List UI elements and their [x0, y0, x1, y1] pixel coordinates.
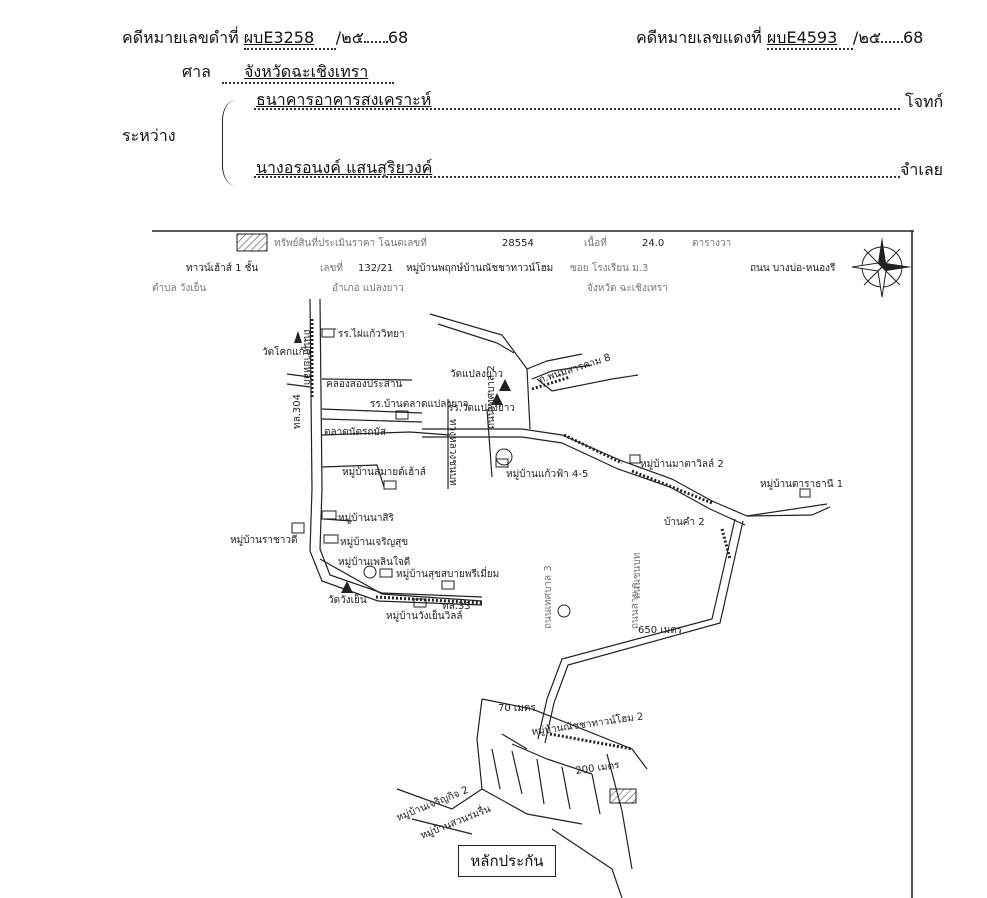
- legend-deed-no: 28554: [502, 238, 534, 249]
- legend-text: ทรัพย์สินที่ประเมินราคา โฉนดเลขที่: [274, 235, 427, 249]
- red-case-label: คดีหมายเลขแดงที่: [636, 28, 762, 47]
- row2-type: ทาวน์เฮ้าส์ 1 ชั้น: [186, 260, 258, 274]
- black-case-no: ผบE3258: [243, 28, 315, 47]
- legend-area: 24.0: [642, 238, 664, 249]
- label-school-phaikaew: รร.ไผ่แก้ววิทยา: [338, 328, 405, 340]
- road-label-2: ทล.304: [292, 394, 303, 429]
- label-ban-kham: บ้านคำ 2: [664, 516, 705, 528]
- legend-area-label: เนื้อที่: [584, 235, 607, 249]
- black-case-year-prefix: /๒๕: [335, 28, 364, 47]
- house-icon: [323, 534, 339, 544]
- market-circle: [495, 448, 513, 466]
- row3-province: จังหวัด ฉะเชิงเทรา: [587, 283, 668, 294]
- row3-subdistrict: ตำบล วังเย็น: [152, 280, 207, 294]
- legend-unit: ตารางวา: [692, 238, 731, 249]
- defendant-name: นางอรอนงค์ แสนสุริยวงค์: [256, 158, 433, 177]
- house-icon: [441, 580, 455, 590]
- row2-no: 132/21: [358, 263, 393, 274]
- label-dist-650: 650 เมตร: [638, 625, 683, 636]
- row2-road: ถนน บางบ่อ-หนองรี: [750, 262, 836, 274]
- landmark-circle: [363, 565, 377, 579]
- row3-district: อำเภอ แปลงยาว: [332, 283, 404, 294]
- label-village-plernplaen: หมู่บ้านเพลินใจดี: [338, 556, 410, 568]
- legend-hatch-box: [236, 233, 268, 252]
- school-icon: [320, 328, 336, 338]
- label-clinic: คลองสองประสาน: [326, 379, 403, 390]
- road-network: [286, 298, 831, 898]
- party-bracket: [222, 100, 237, 186]
- row2-no-label: เลขที่: [320, 260, 343, 274]
- defendant-role: จำเลย: [900, 160, 944, 179]
- label-market-hua: ตลาดนัดรถบัส: [324, 427, 386, 438]
- label-village-kaewfa: หมู่บ้านแก้วฟ้า 4-5: [506, 468, 588, 480]
- red-case-year-prefix: /๒๕: [852, 28, 881, 47]
- label-village-tara: หมู่บ้านดาราธานี 1: [760, 478, 843, 490]
- house-icon: [291, 522, 305, 534]
- landmark-box: [629, 454, 641, 464]
- label-school-market: รร.บ้านตลาดแปลงยาว: [370, 398, 468, 410]
- road-label-5: ถนนเทศบาล 3: [543, 565, 554, 629]
- house-icon: [321, 510, 337, 520]
- label-wat-khaokaew: วัดโคกแก้ว: [262, 345, 310, 358]
- temple-icon: [499, 379, 511, 391]
- school-icon: [395, 410, 409, 420]
- label-village-samaichai: หมู่บ้านสมายด์เฮ้าส์: [342, 466, 426, 478]
- house-icon: [413, 598, 427, 608]
- label-village-natcha: หมู่บ้านณัชชาทาวน์โฮม 2: [531, 709, 644, 738]
- black-case-number: คดีหมายเลขดำที่ ผบE3258/๒๕ 68: [122, 28, 408, 50]
- collateral-label: หลักประกัน: [458, 845, 556, 877]
- landmark-circle-2: [557, 604, 571, 618]
- red-case-no: ผบE4593: [766, 28, 838, 47]
- house-icon: [495, 458, 509, 468]
- plaintiff-role: โจทก์: [905, 92, 944, 111]
- black-case-label: คดีหมายเลขดำที่: [122, 28, 239, 47]
- label-road-e: ถนนชนบท: [632, 553, 643, 599]
- map-svg: ทรัพย์สินที่ประเมินราคา โฉนดเลขที่ 28554…: [152, 230, 914, 898]
- label-village-modern: หมู่บ้านมาตาวิลล์ 2: [640, 458, 724, 470]
- label-village-charoensuk: หมู่บ้านเจริญสุข: [340, 536, 408, 548]
- label-wat-plaengyao: วัดแปลงยาว: [450, 369, 503, 380]
- temple-icon: [491, 393, 503, 405]
- red-case-year: 68: [902, 28, 924, 47]
- black-case-year: 68: [387, 28, 409, 47]
- house-icon: [799, 488, 811, 498]
- road-label-1: ถนนสายหลัก: [301, 329, 312, 385]
- location-map: ทรัพย์สินที่ประเมินราคา โฉนดเลขที่ 28554…: [152, 229, 914, 898]
- defendant-line: [254, 176, 900, 178]
- court-line: ศาล จังหวัดฉะเชิงเทรา: [182, 62, 395, 84]
- row2-village: หมู่บ้านพฤกษ์บ้านณัชชาทาวน์โฮม: [406, 261, 553, 274]
- label-road-33: ทล.33: [442, 601, 471, 612]
- road-label-3: ทางหลวงชนบท: [447, 419, 458, 486]
- label-village-radtawadee: หมู่บ้านราชาวดี: [230, 534, 297, 546]
- red-case-number: คดีหมายเลขแดงที่ ผบE4593/๒๕ 68: [636, 28, 923, 50]
- label-wat-wangyen: วัดวังเย็น: [328, 592, 367, 606]
- label-village-nasiri: หมู่บ้านนาสิริ: [338, 512, 395, 524]
- road-label-6: ถนนสาย ก: [630, 582, 641, 629]
- label-school-wat: รร.วัดแปลงยาว: [448, 403, 515, 414]
- house-icon: [379, 568, 393, 578]
- plaintiff-line: [254, 108, 900, 110]
- temple-icon: [341, 581, 353, 593]
- label-village-wangyen: หมู่บ้านวังเย็นวิลล์: [386, 608, 462, 622]
- subject-property-hatch: [609, 788, 637, 804]
- between-label: ระหว่าง: [122, 126, 176, 145]
- label-village-sangsri: หมู่บ้านสุขสบายพรีเมี่ยม: [396, 566, 499, 580]
- road-label-4: ถนนเทศบาล 2: [486, 365, 497, 429]
- house-icon: [383, 480, 397, 490]
- court-name: จังหวัดฉะเชิงเทรา: [244, 62, 369, 81]
- temple-icon: [294, 331, 302, 343]
- label-dist-70: 70 เมตร: [498, 703, 536, 714]
- court-label: ศาล: [182, 62, 211, 81]
- compass-rose-icon: [851, 237, 912, 298]
- plaintiff-name: ธนาคารอาคารสงเคราะห์: [256, 90, 432, 109]
- dashed-road-segments: [310, 319, 732, 751]
- row2-soi: ซอย โรงเรียน ม.3: [570, 261, 648, 274]
- label-dist-200: 200 เมตร: [575, 760, 621, 777]
